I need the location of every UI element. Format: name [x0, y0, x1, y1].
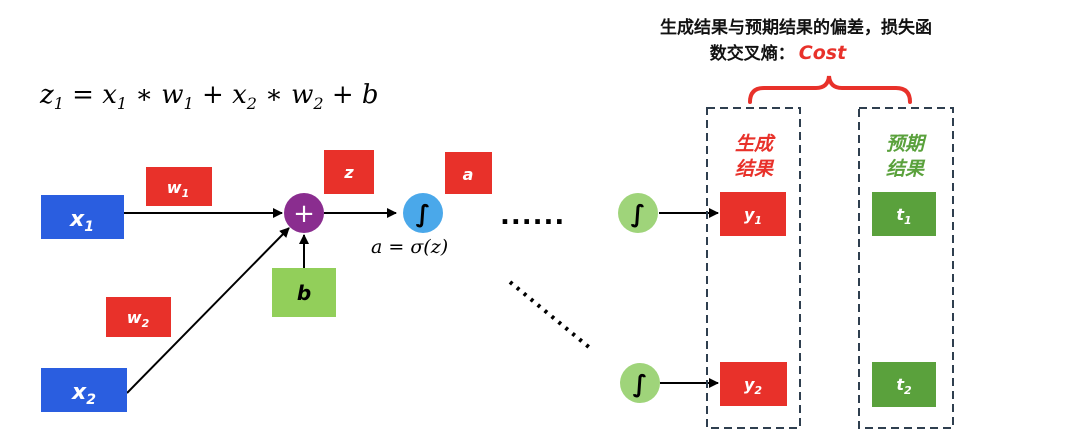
- bias-node-b: b: [272, 268, 336, 317]
- sigmoid-icon: ∫: [631, 200, 646, 228]
- plus-icon: +: [293, 199, 315, 229]
- target-node-t1: t1: [872, 192, 936, 236]
- horizontal-ellipsis: ......: [500, 201, 565, 231]
- weight-label-w1: w1: [146, 167, 212, 206]
- svg-text:z: z: [343, 163, 354, 182]
- svg-text:y2: y2: [744, 375, 762, 397]
- input-node-x1: x1: [41, 195, 124, 239]
- edge-x2-to-sum: [126, 227, 290, 394]
- svg-text:x2: x2: [71, 380, 96, 408]
- cost-brace: [748, 75, 912, 104]
- diagonal-ellipsis: [508, 280, 592, 350]
- svg-text:w1: w1: [167, 178, 189, 200]
- loss-title-line2: 数交叉熵：Cost: [710, 42, 847, 64]
- svg-text:t2: t2: [896, 375, 912, 397]
- expected-results-box: [858, 107, 954, 429]
- output-node-y1: y1: [720, 192, 786, 236]
- activation-formula: a = σ(z): [371, 236, 448, 258]
- svg-text:t1: t1: [896, 205, 911, 227]
- a-label: a: [445, 152, 492, 194]
- svg-text:x1: x1: [69, 207, 94, 235]
- output-node-y2: y2: [720, 362, 787, 406]
- loss-title-line1: 生成结果与预期结果的偏差，损失函: [660, 17, 932, 38]
- sum-formula: z1 = x1 ∗ w1 + x2 ∗ w2 + b: [39, 80, 379, 113]
- target-node-t2: t2: [872, 362, 936, 407]
- expected-header: 预期结果: [886, 133, 927, 180]
- svg-text:y1: y1: [744, 205, 762, 227]
- svg-text:a: a: [463, 165, 474, 184]
- svg-text:b: b: [297, 281, 311, 305]
- sigmoid-node: ∫: [403, 193, 443, 233]
- sum-node: +: [284, 193, 324, 233]
- generated-results-box: [706, 107, 801, 429]
- generated-header: 生成结果: [735, 133, 776, 180]
- sigmoid-node-y2: ∫: [620, 363, 660, 403]
- sigmoid-icon: ∫: [633, 370, 648, 398]
- sigmoid-icon: ∫: [416, 200, 431, 228]
- weight-label-w2: w2: [106, 297, 171, 337]
- z-label: z: [324, 150, 374, 194]
- svg-text:w2: w2: [127, 308, 150, 330]
- input-node-x2: x2: [41, 368, 127, 412]
- sigmoid-node-y1: ∫: [618, 193, 658, 233]
